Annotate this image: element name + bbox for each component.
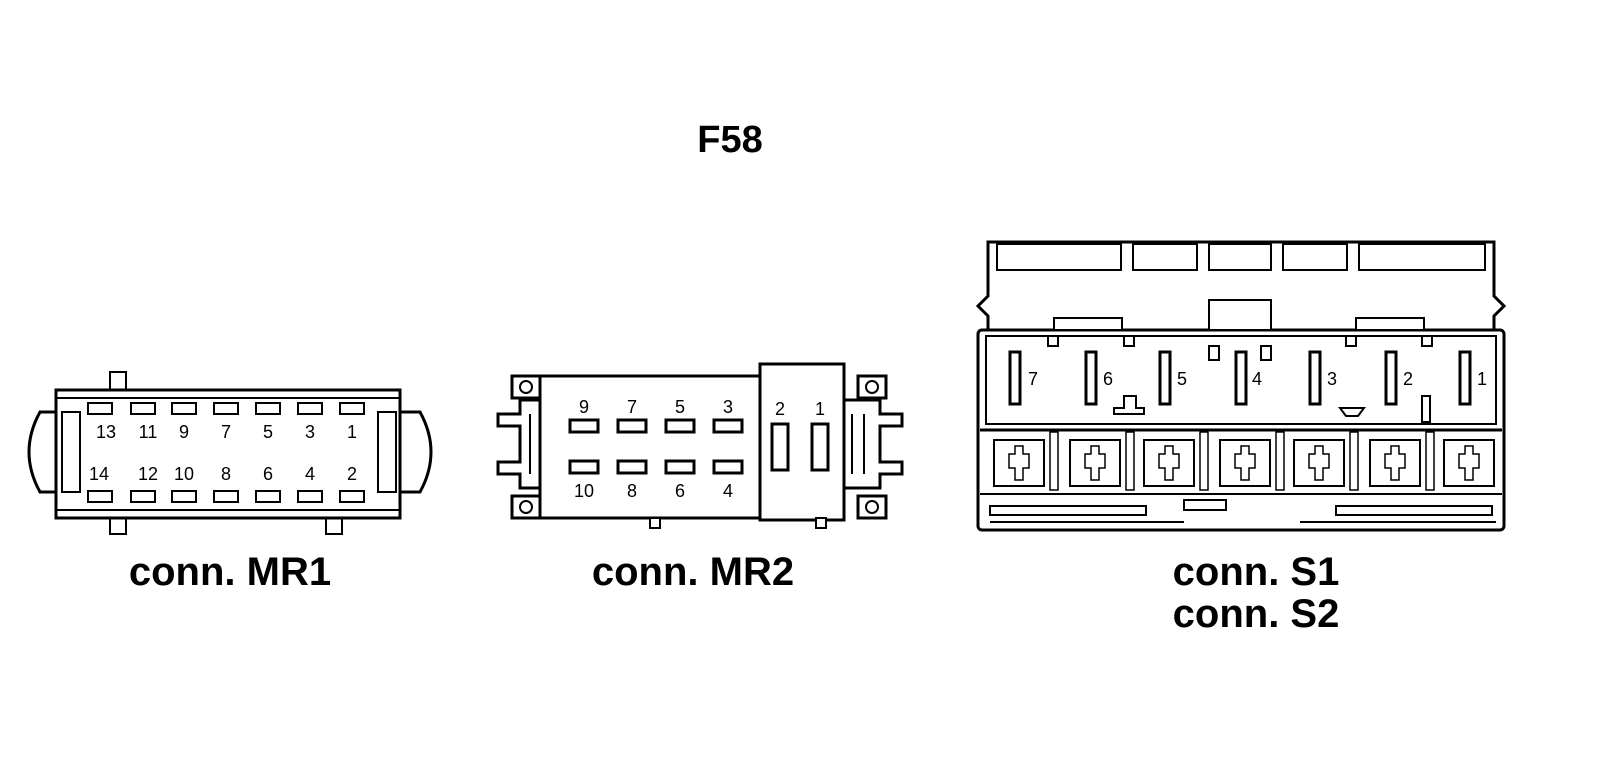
mr1-pin-label: 12 [138, 464, 158, 484]
s-cavities [993, 431, 1495, 491]
mr1-pin-label: 13 [96, 422, 116, 442]
s-pin-label: 2 [1403, 369, 1413, 389]
connector-s1-s2: 7 6 5 4 3 2 1 [975, 240, 1507, 532]
mr1-pin-label: 4 [305, 464, 315, 484]
s-pin-label: 3 [1327, 369, 1337, 389]
mr2-pin-label: 6 [675, 481, 685, 501]
mr2-pin-label: 3 [723, 397, 733, 417]
connector-mr1: 13 11 9 7 5 3 1 14 12 10 8 6 4 2 [27, 371, 433, 535]
diagram-title: F58 [697, 119, 762, 161]
mr1-pin-label: 6 [263, 464, 273, 484]
mr1-pin-label: 5 [263, 422, 273, 442]
mr2-pin-label: 1 [815, 399, 825, 419]
mr1-pin-label: 14 [89, 464, 109, 484]
mr1-contacts-bottom [87, 490, 365, 503]
mr2-pin-label: 2 [775, 399, 785, 419]
mr2-caption: conn. MR2 [592, 550, 794, 594]
mr1-pin-label: 3 [305, 422, 315, 442]
s-pin-label: 6 [1103, 369, 1113, 389]
mr2-pin-label: 5 [675, 397, 685, 417]
mr1-pin-label: 8 [221, 464, 231, 484]
s-pin-label: 5 [1177, 369, 1187, 389]
mr1-pin-label: 1 [347, 422, 357, 442]
s2-caption: conn. S2 [1173, 592, 1340, 636]
mr1-caption: conn. MR1 [129, 550, 331, 594]
mr2-pin-label: 7 [627, 397, 637, 417]
s-pin-label: 7 [1028, 369, 1038, 389]
mr1-pin-label: 11 [139, 422, 158, 442]
mr1-contacts-top [87, 402, 365, 415]
s-pin-label: 1 [1477, 369, 1487, 389]
s1-caption: conn. S1 [1173, 550, 1340, 594]
s-pin-label: 4 [1252, 369, 1262, 389]
mr2-pin-label: 8 [627, 481, 637, 501]
mr1-pin-label: 2 [347, 464, 357, 484]
mr2-pin-label: 9 [579, 397, 589, 417]
mr1-pin-label: 10 [174, 464, 194, 484]
mr1-pin-label: 7 [221, 422, 231, 442]
mr1-pin-label: 9 [179, 422, 189, 442]
mr2-pin-label: 10 [574, 481, 594, 501]
connector-mr2: 9 7 5 3 10 8 6 4 2 1 [496, 362, 904, 529]
mr2-pin-label: 4 [723, 481, 733, 501]
